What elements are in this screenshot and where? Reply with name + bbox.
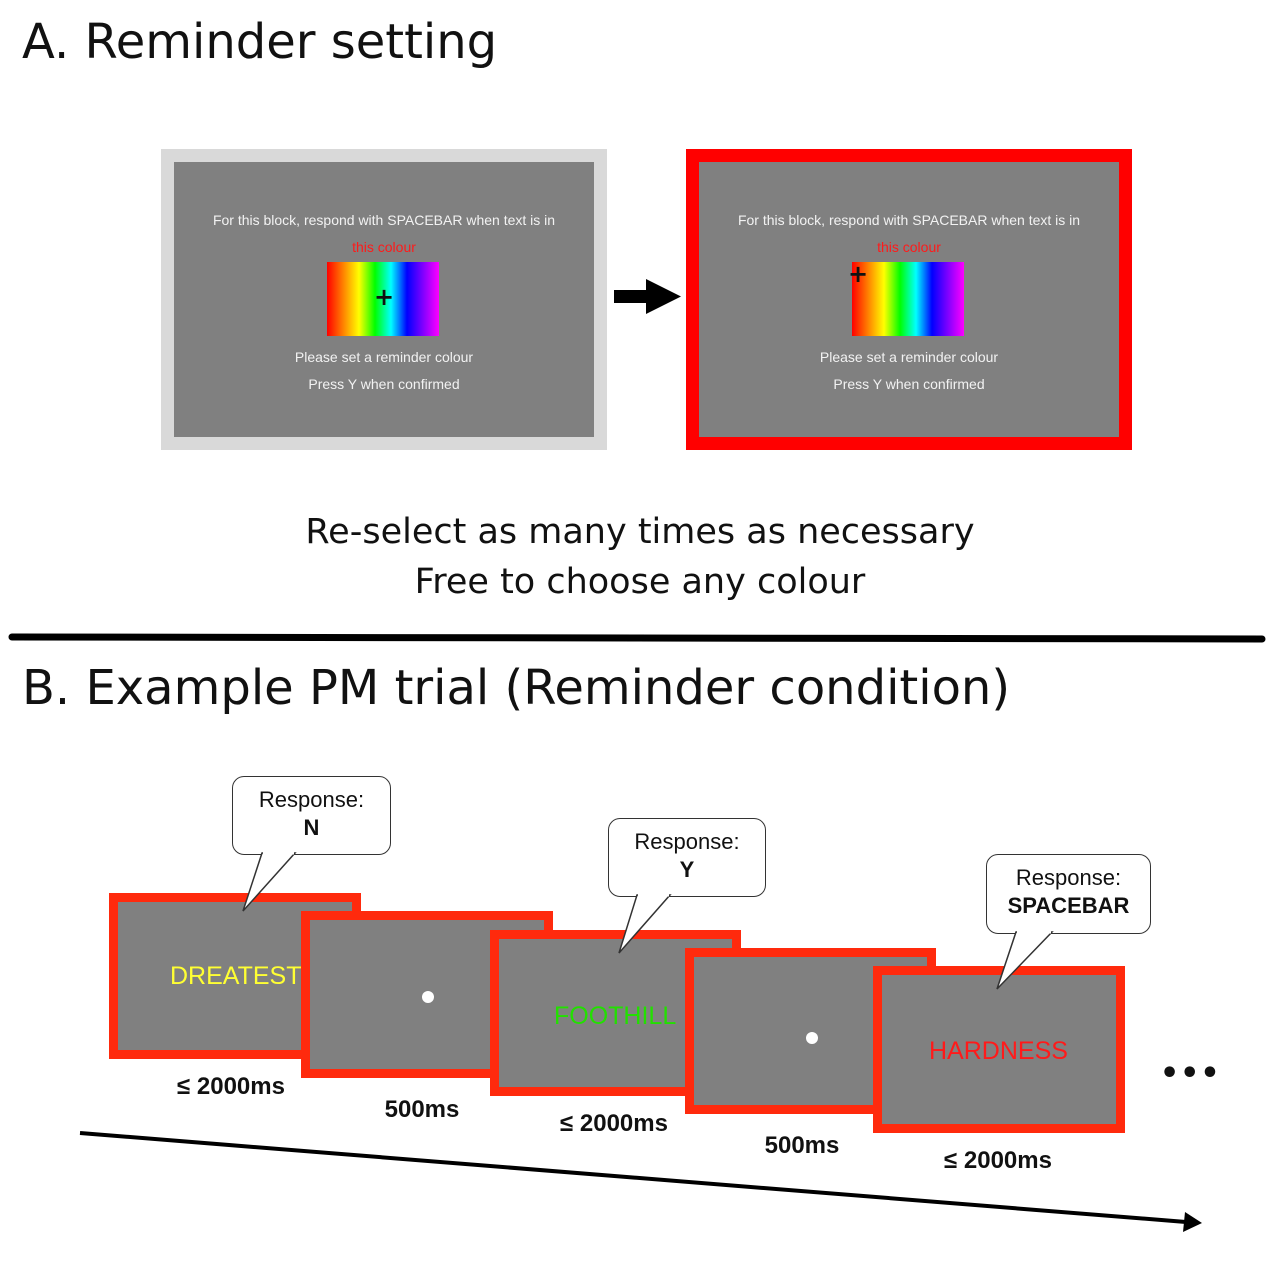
duration-label: ≤ 2000ms xyxy=(177,1073,285,1100)
duration-label: ≤ 2000ms xyxy=(560,1110,668,1137)
response-label: Response: xyxy=(1015,865,1122,890)
section-b-title: B. Example PM trial (Reminder condition) xyxy=(22,660,1011,716)
section-divider xyxy=(8,633,1266,643)
response-key: N xyxy=(303,815,320,840)
duration-label: ≤ 2000ms xyxy=(944,1147,1052,1174)
fixation-dot-icon xyxy=(422,991,434,1003)
instruction-line: For this block, respond with SPACEBAR wh… xyxy=(737,212,1081,228)
response-label: Response: xyxy=(258,787,365,812)
response-bubble-1: Response: N xyxy=(232,776,391,855)
reminder-screen-selected: For this block, respond with SPACEBAR wh… xyxy=(686,149,1132,450)
target-colour-label: this colour xyxy=(352,239,416,255)
response-key: SPACEBAR xyxy=(1007,893,1130,918)
note-reselect: Re-select as many times as necessary xyxy=(305,512,975,552)
time-axis-arrow xyxy=(79,1131,1202,1232)
stimulus-word: HARDNESS xyxy=(929,1037,1068,1065)
prompt-line: Please set a reminder colour xyxy=(294,349,474,365)
response-key: Y xyxy=(679,857,695,882)
screen-display: For this block, respond with SPACEBAR wh… xyxy=(699,162,1119,437)
note-free-choice: Free to choose any colour xyxy=(414,562,866,602)
response-bubble-2: Response: Y xyxy=(608,818,766,897)
duration-label: 500ms xyxy=(764,1132,840,1159)
colour-spectrum-picker[interactable] xyxy=(852,262,964,336)
duration-label: 500ms xyxy=(384,1096,460,1123)
fixation-dot-icon xyxy=(806,1032,818,1044)
stimulus-word: FOOTHILL xyxy=(554,1002,677,1030)
crosshair-cursor-icon: + xyxy=(847,260,869,288)
section-a-title: A. Reminder setting xyxy=(22,14,498,70)
response-bubble-3: Response: SPACEBAR xyxy=(986,854,1151,934)
bubble-tail-3 xyxy=(996,931,1054,990)
confirm-line: Press Y when confirmed xyxy=(833,376,985,392)
crosshair-cursor-icon: + xyxy=(373,283,395,311)
target-colour-label: this colour xyxy=(877,239,941,255)
bubble-tail-1 xyxy=(242,852,297,912)
response-label: Response: xyxy=(634,829,740,854)
trial-screen-word-3: HARDNESS xyxy=(873,966,1125,1133)
stimulus-word: DREATEST xyxy=(170,962,302,990)
colour-spectrum-picker[interactable] xyxy=(327,262,439,336)
right-arrow-icon xyxy=(614,279,681,314)
prompt-line: Please set a reminder colour xyxy=(819,349,999,365)
confirm-line: Press Y when confirmed xyxy=(308,376,460,392)
continuation-ellipsis: ••• xyxy=(1160,1056,1221,1091)
bubble-tail-2 xyxy=(618,894,672,954)
reminder-screen-initial: For this block, respond with SPACEBAR wh… xyxy=(161,149,607,450)
screen-display: For this block, respond with SPACEBAR wh… xyxy=(174,162,594,437)
instruction-line: For this block, respond with SPACEBAR wh… xyxy=(212,212,556,228)
